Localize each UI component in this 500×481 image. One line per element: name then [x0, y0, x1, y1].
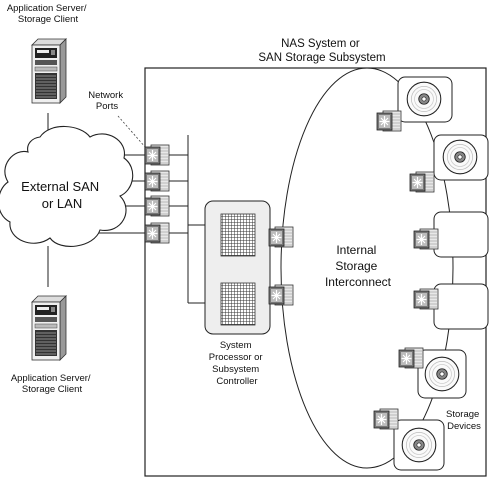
interconnect-ring	[280, 67, 454, 469]
storage-devices-label: Storage Devices	[446, 409, 482, 432]
processor-chip-icon	[220, 213, 256, 257]
storage-device	[433, 211, 489, 258]
subsystem-box	[144, 67, 487, 477]
disc-icon	[442, 139, 478, 175]
network-port-icon	[413, 288, 439, 310]
cloud-label: External SAN or LAN	[21, 179, 103, 211]
network-port-icon	[409, 171, 435, 193]
network-port-icon	[144, 222, 170, 244]
server-bottom-label: Application Server/ Storage Client	[11, 373, 93, 395]
network-port-icon	[376, 110, 402, 132]
network-port-icon	[144, 170, 170, 192]
network-port-icon	[373, 408, 399, 430]
internal-bus	[168, 135, 285, 304]
network-port-icon	[144, 195, 170, 217]
subsystem-title: NAS System or SAN Storage Subsystem	[258, 38, 385, 64]
controller-label: System Processor or Subsystem Controller	[209, 340, 266, 387]
network-port-icon	[398, 347, 424, 369]
disc-icon	[424, 356, 460, 392]
network-port-icon	[413, 228, 439, 250]
network-port-icon	[268, 226, 294, 248]
interconnect-label: Internal Storage Interconnect	[325, 243, 392, 289]
network-port-icon	[144, 144, 170, 166]
server-tower-icon	[31, 38, 67, 104]
storage-device	[433, 283, 489, 330]
server-top-label: Application Server/ Storage Client	[7, 3, 89, 25]
disc-icon	[406, 81, 442, 117]
processor-chip-icon	[220, 282, 256, 326]
storage-device-group	[373, 76, 489, 471]
external-network-cloud	[0, 125, 134, 247]
network-port-icon	[268, 284, 294, 306]
network-ports-leader	[117, 115, 147, 149]
server-tower-icon	[31, 295, 67, 361]
network-ports-label: Network Ports	[88, 90, 125, 112]
disc-icon	[401, 427, 437, 463]
